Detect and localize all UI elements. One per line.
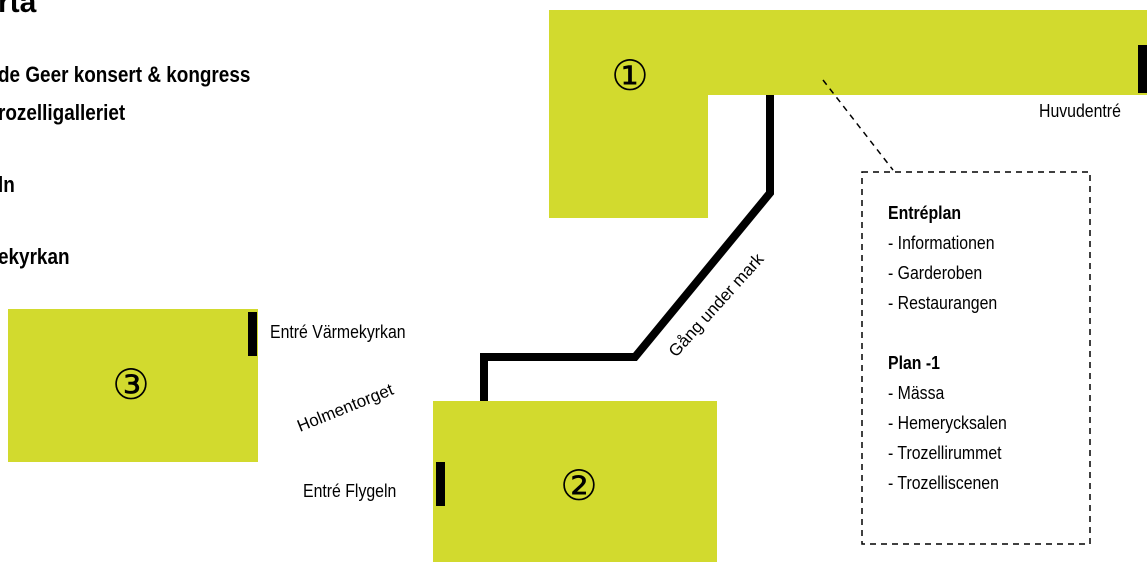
list-item: - Hemerycksalen [888,413,1007,433]
legend-item-1: de Geer konsert & kongress [0,62,251,87]
section-title-entreplan: Entréplan [888,203,962,223]
list-item: - Mässa [888,383,945,403]
list-item: - Trozellirummet [888,443,1002,463]
main-entrance-marker [1138,45,1147,93]
building-3[interactable] [8,309,258,462]
building-2-number: ② [560,461,598,510]
holmentorget-label: Holmentorget [294,380,396,436]
list-item: - Garderoben [888,263,983,283]
building-2[interactable] [433,401,717,562]
section-title-plan-minus-1: Plan -1 [888,353,940,373]
info-box: Entréplan - Informationen - Garderoben -… [888,198,1088,498]
building-1[interactable] [549,10,1147,218]
legend-item-4: ekyrkan [0,244,70,269]
legend-item-2: rozelligalleriet [0,100,126,125]
underground-path [480,95,774,401]
flygeln-entrance-marker [436,462,445,506]
building-1-number: ① [611,51,649,100]
main-entrance-label: Huvudentré [1039,101,1121,121]
list-item: - Restaurangen [888,293,998,313]
flygeln-entrance-label: Entré Flygeln [303,481,397,501]
info-box-border [861,171,1091,545]
list-item: - Informationen [888,233,995,253]
varmekyrkan-entrance-marker [248,312,257,356]
building-3-number: ③ [112,360,150,409]
legend-item-3: ln [0,172,15,197]
legend-title: rta [0,0,37,19]
list-item: - Trozelliscenen [888,473,999,493]
callout-line [822,79,894,171]
varmekyrkan-entrance-label: Entré Värmekyrkan [270,322,406,342]
